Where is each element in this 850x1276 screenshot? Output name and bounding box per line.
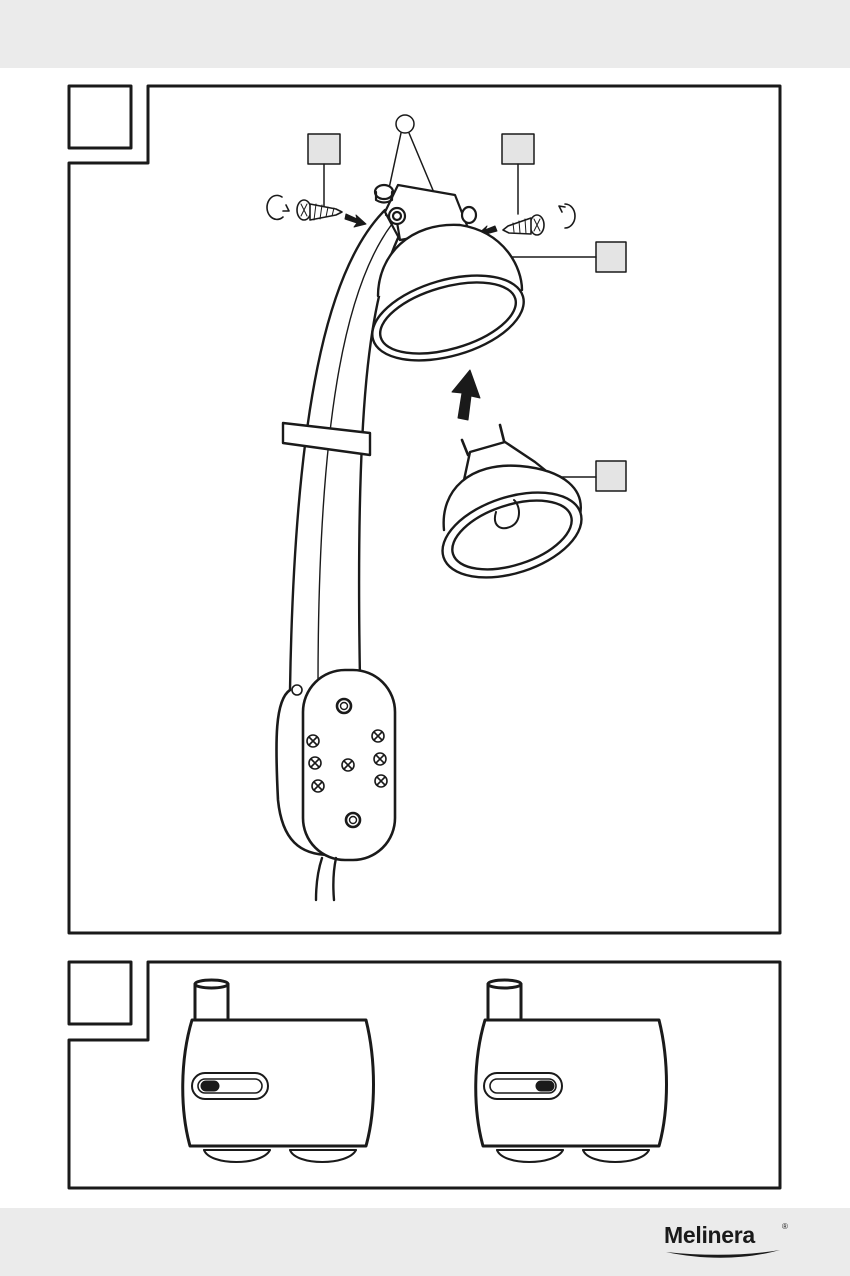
callout-box-screw-left	[307, 133, 341, 165]
callout-box-lamp-housing	[595, 241, 627, 273]
figure-1-number-box	[67, 84, 133, 150]
arm-clip	[281, 421, 372, 457]
figure-2-frame	[67, 960, 782, 1190]
screw-right-icon	[502, 214, 545, 236]
screw-left-icon	[296, 199, 343, 221]
power-cable	[314, 856, 338, 902]
figure-2-number-box	[67, 960, 133, 1026]
junction-box	[275, 668, 397, 862]
insert-arrow-icon	[451, 369, 481, 421]
callout-box-screw-right	[501, 133, 535, 165]
pump-left	[181, 978, 375, 1163]
footer-band	[0, 1208, 850, 1276]
brand-name: Melinera	[664, 1222, 755, 1248]
rotate-arrow-right-icon	[558, 203, 576, 229]
brand-logo: Melinera ®	[664, 1222, 794, 1262]
push-arrow-left-icon	[344, 213, 367, 228]
lamp-housing	[371, 223, 525, 362]
figure-1-frame	[67, 84, 782, 935]
logo-swoosh-icon	[666, 1250, 780, 1258]
pump-right	[474, 978, 668, 1163]
header-band	[0, 0, 850, 68]
registered-mark: ®	[782, 1222, 788, 1231]
callout-circle-bracket	[395, 114, 415, 134]
rotate-arrow-left-icon	[266, 194, 290, 221]
halogen-bulb	[441, 423, 583, 579]
callout-box-bulb	[595, 460, 627, 492]
